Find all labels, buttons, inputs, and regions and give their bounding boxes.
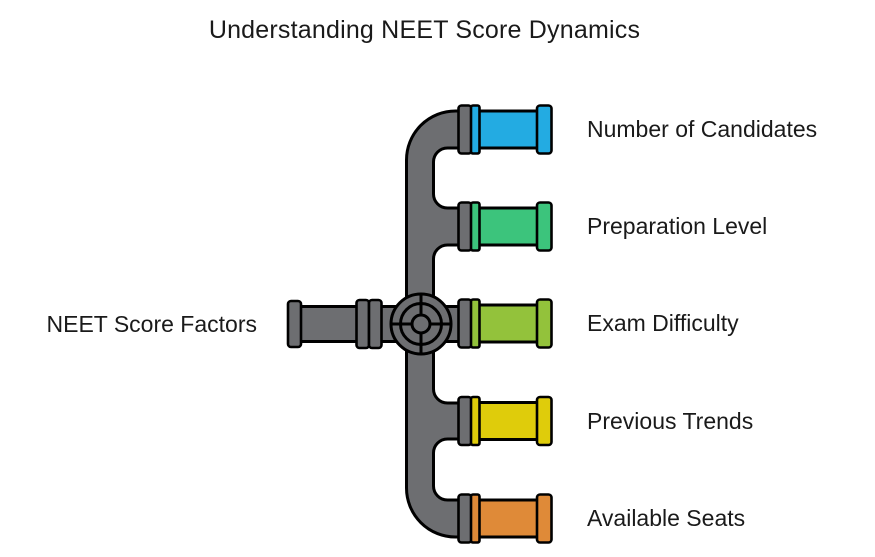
branch-3-gray-flange	[457, 395, 473, 447]
branch-0-label: Number of Candidates	[587, 116, 818, 142]
branch-3-end-flange	[535, 395, 553, 447]
branch-3-label: Previous Trends	[587, 408, 754, 434]
branch-2-label: Exam Difficulty	[587, 310, 739, 336]
branch-1-end-flange	[535, 201, 553, 252]
branch-pipe-preparation-level	[457, 201, 553, 252]
branch-pipe-previous-trends	[457, 395, 553, 447]
branch-4-inner-flange	[469, 493, 481, 544]
branch-3-inner-flange	[469, 395, 481, 447]
branch-0-body	[475, 109, 540, 150]
valve	[389, 292, 453, 356]
branch-3-body	[475, 401, 540, 441]
source-pipe-flange-2	[367, 298, 383, 350]
branch-4-label: Available Seats	[587, 505, 746, 531]
branch-2-inner-flange	[469, 298, 481, 349]
branch-1-body	[475, 206, 540, 247]
branch-4-body	[475, 498, 540, 539]
branch-2-end-flange	[535, 298, 553, 349]
branch-4-gray-flange	[457, 493, 473, 544]
source-pipe-flange-1	[355, 298, 371, 350]
branch-0-end-flange	[535, 104, 553, 155]
branch-pipe-exam-difficulty	[457, 298, 553, 349]
branch-pipe-number-of-candidates	[457, 104, 553, 155]
branch-2-body	[475, 303, 540, 344]
branch-1-gray-flange	[457, 201, 473, 252]
branch-0-inner-flange	[469, 104, 481, 155]
branch-pipe-available-seats	[457, 493, 553, 544]
source-pipe-end-flange	[286, 299, 303, 349]
branch-1-label: Preparation Level	[587, 213, 768, 239]
branch-4-end-flange	[535, 493, 553, 544]
branch-1-inner-flange	[469, 201, 481, 252]
branch-2-gray-flange	[457, 298, 473, 349]
valve-hub	[410, 313, 432, 335]
source-label: NEET Score Factors	[46, 311, 257, 337]
branch-0-gray-flange	[457, 104, 473, 155]
diagram-title: Understanding NEET Score Dynamics	[208, 16, 641, 44]
